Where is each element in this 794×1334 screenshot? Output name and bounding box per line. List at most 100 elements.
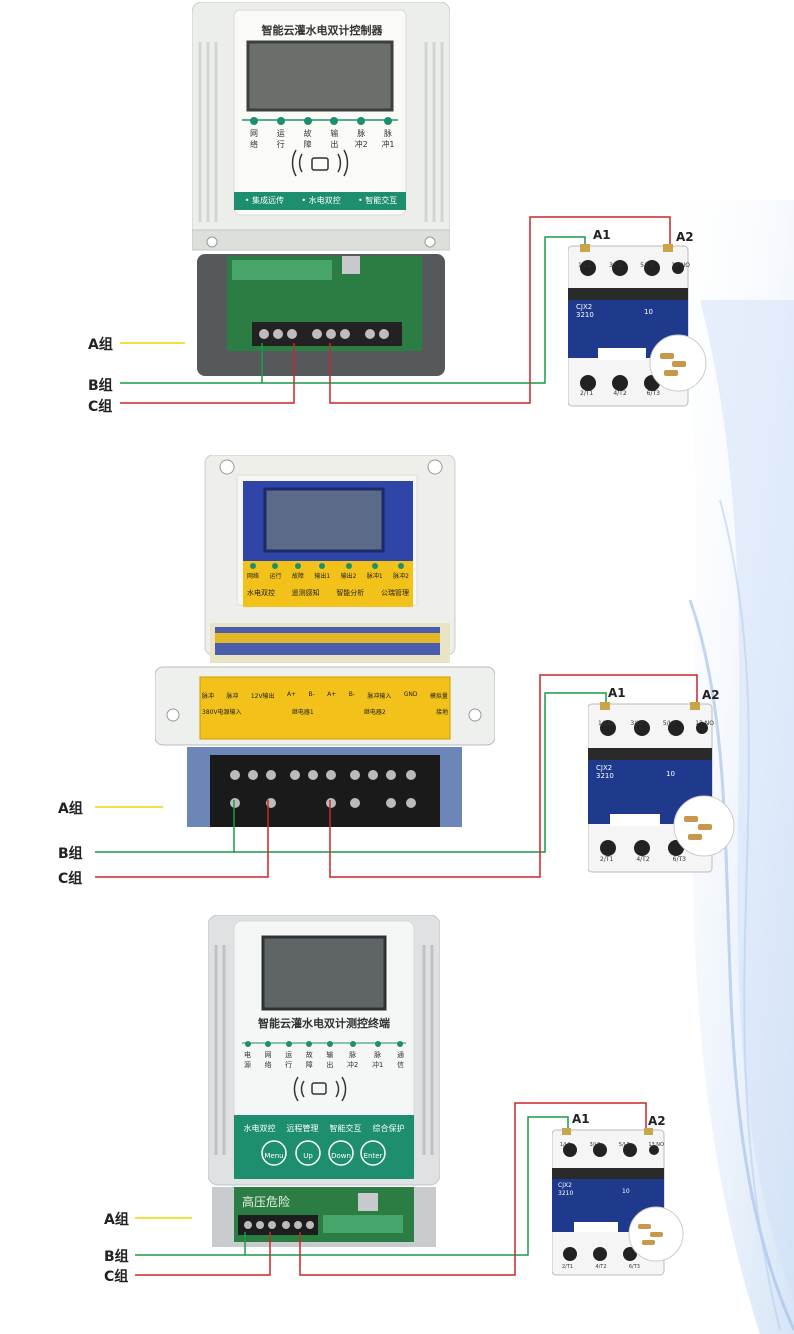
led-label: 出 [330,140,339,149]
feature-label: • 集成远传 [244,196,284,205]
terminal-label: 1/L1 [560,1142,571,1148]
terminal-label: 6/T3 [672,856,686,863]
controller-2: 网络 运行 故障 输出1 输出2 脉冲1 脉冲2 水电双控 遥测感知 智能分析 … [154,454,496,835]
led-label: 故 [305,1051,313,1059]
panel-1: 智能云灌水电双计控制器 网 络 运 行 故 障 输 出 [0,0,794,420]
led-label: 网络 [247,573,260,580]
contactor-model-2: 3210 [558,1190,574,1197]
led-run: 运行 [269,563,281,580]
wiring-2 [95,674,698,878]
led-label: 冲2 [346,1061,359,1069]
terminal-label: 4/T2 [636,856,650,863]
controller-1-body [191,1,451,376]
led-label: 源 [244,1061,251,1069]
led-comm: 通信 [397,1041,404,1070]
led-pulse2: 脉冲2 [393,563,409,580]
led-label: 输 [326,1051,334,1059]
down-button[interactable]: Down [331,1152,351,1160]
led-fault: 故障 [292,563,304,580]
contactor-bottom-labels: 2/T1 4/T2 6/T3 [580,390,660,397]
led-pulse2: 脉 冲2 [351,117,371,150]
feature-label: 公瑞管理 [380,589,409,597]
led-fault: 故 障 [298,117,318,150]
feature-label: 水电双控 [243,1124,276,1133]
up-button[interactable]: Up [303,1152,313,1160]
led-label: 脉冲2 [393,573,409,580]
contactor-2-body [587,702,735,873]
feature-label: 综合保护 [372,1124,405,1133]
led-label: 运 [285,1051,293,1059]
terminal-a1: A1 [593,228,611,242]
contactor-model: CJX2 [576,303,593,311]
controller-3: 智能云灌水电双计测控终端 电源 网络 运行 故障 输出 脉冲2 脉冲1 通信 水… [207,914,441,1250]
contactor-model: CJX2 [596,764,613,772]
led-pulse2: 脉冲2 [347,1041,358,1070]
led-power: 电源 [244,1041,251,1070]
terminal-label: 5/L3 [662,720,676,727]
led-label: 障 [303,140,312,149]
led-label: 电 [244,1051,251,1059]
terminal-label: 模拟量 [429,693,448,700]
terminal-section: 380V电源输入 [202,709,242,716]
terminal-label: 1/L1 [598,720,611,727]
led-label: 网 [264,1051,272,1059]
terminal-label: A+ [286,691,297,698]
terminal-label: 4/T2 [595,1264,607,1270]
menu-button[interactable]: Menu [264,1152,284,1160]
controller-2-body [154,454,496,827]
label-group-c: C组 [104,1269,129,1285]
led-label: 脉 [357,129,366,138]
led-label: 故障 [291,573,304,580]
led-label: 障 [305,1061,313,1069]
terminal-a1: A1 [572,1112,590,1126]
label-group-c: C组 [88,399,113,415]
label-group-b: B组 [88,378,113,394]
contactor-3-body [551,1128,684,1276]
terminal-label: 2/T1 [562,1264,574,1270]
led-network: 网 络 [244,117,264,150]
terminal-label: 13 NO [671,262,690,269]
wire-b [120,343,263,384]
led-label: 输出2 [340,573,357,580]
led-run: 运行 [285,1041,292,1070]
led-label: 运 [276,129,285,138]
contactor-model-2: 3210 [576,311,594,319]
terminal-label: 13 NO [648,1142,664,1148]
terminal-label: 3/L2 [630,720,644,727]
led-label: 出 [326,1061,334,1069]
terminal-label: GND [403,691,418,698]
controller-2-leds: 网络 运行 故障 输出1 输出2 脉冲1 脉冲2 [247,563,409,580]
contactor-model: CJX2 [558,1182,572,1189]
led-network: 网络 [247,563,259,580]
wire-c [329,674,698,878]
contactor-1: A1 A2 1/L1 3/L2 5/L3 13 NO CJX2 3210 10 … [567,228,708,408]
feature-label: 智能分析 [336,589,365,597]
led-label: 运行 [269,573,282,580]
terminal-label: 1/L1 [578,262,591,269]
wire-c [95,800,269,878]
label-group-a: A组 [104,1212,129,1228]
wiring-3 [135,1102,647,1276]
led-fault: 故障 [306,1041,313,1070]
enter-button[interactable]: Enter [363,1152,383,1160]
terminal-label: 脉冲输入 [367,693,392,700]
led-label: 脉 [383,129,392,138]
contactor-rating: 10 [622,1188,630,1195]
controller-1-features: • 集成远传 • 水电双控 • 智能交互 [236,195,406,206]
terminal-label: B- [348,691,355,698]
led-label: 通 [396,1051,404,1059]
wire-c [135,1232,271,1276]
led-label: 行 [276,140,285,149]
wire-b [135,1232,246,1256]
led-run: 运 行 [271,117,291,150]
terminal-label: 5/L3 [618,1142,630,1148]
terminal-label: 3/L2 [589,1142,601,1148]
wire-b [262,236,586,384]
controller-1-title: 智能云灌水电双计控制器 [261,24,383,37]
controller-1-leds: 网 络 运 行 故 障 输 出 脉 冲2 [244,117,398,150]
terminal-label: 12V输出 [250,693,275,700]
contactor-bottom-labels: 2/T1 4/T2 6/T3 [562,1264,640,1270]
label-group-a: A组 [58,801,83,817]
feature-label: 遥测感知 [291,589,320,597]
led-network: 网络 [265,1041,272,1070]
